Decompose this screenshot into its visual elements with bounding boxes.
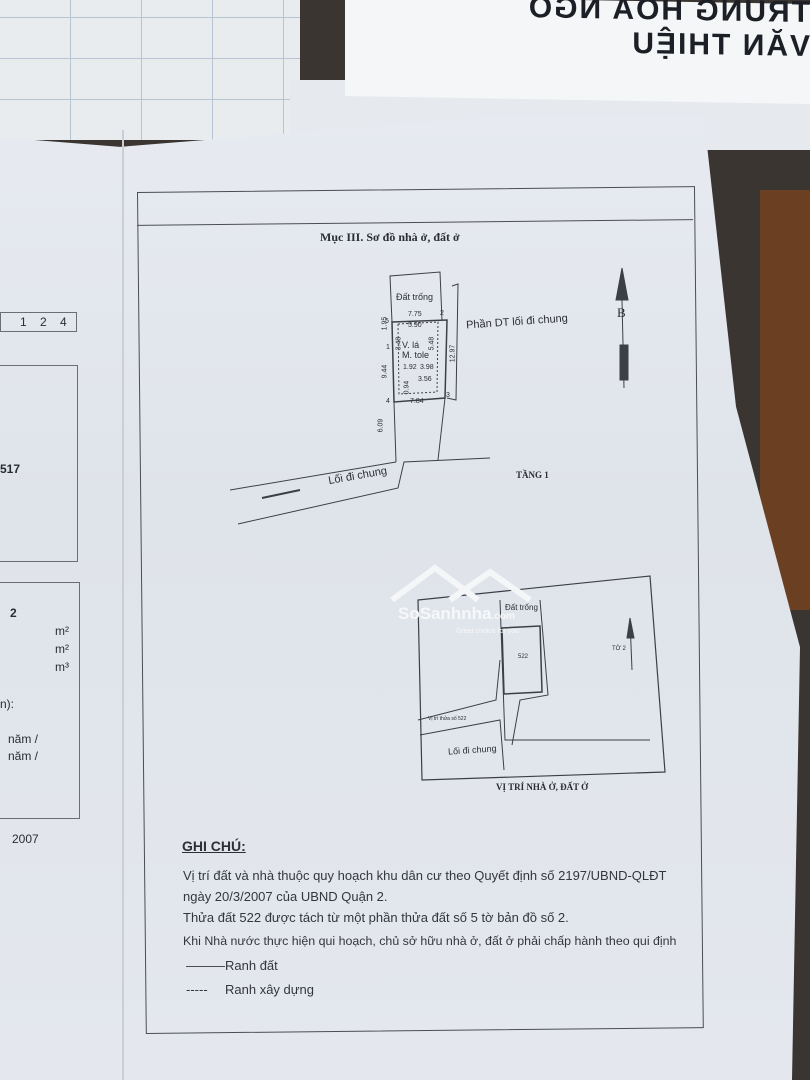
- number-box-row: [0, 312, 77, 332]
- location-small-note: Vị trí thửa số 522: [428, 716, 467, 722]
- left-table-2: [0, 582, 80, 819]
- location-plot-no: 522: [518, 654, 529, 660]
- stub-line-right: [437, 397, 446, 461]
- road-line-lower: [237, 457, 491, 525]
- location-empty-land: Đất trống: [505, 603, 538, 612]
- legend-solid-label: Ranh đất: [225, 958, 278, 973]
- label-empty-land: Đất trống: [396, 292, 434, 302]
- corner-2: 2: [440, 310, 444, 317]
- location-inner-2: [511, 599, 549, 746]
- dim-bottom: 7.84: [410, 398, 424, 405]
- watermark-tagline: Great choice for you: [456, 628, 520, 635]
- left-table-1: [0, 365, 78, 562]
- page-fold: [122, 130, 124, 1080]
- common-path-strip: [446, 283, 459, 401]
- unit-2: m²: [55, 642, 69, 656]
- location-inner-1: [499, 599, 650, 741]
- notes-heading: GHI CHÚ:: [182, 838, 246, 854]
- location-title: VỊ TRÍ NHÀ Ở, ĐẤT Ở: [496, 782, 589, 792]
- year: 2007: [12, 832, 39, 846]
- document-sheet: [0, 118, 800, 1080]
- location-lines: [417, 659, 501, 721]
- label-structure-2: M. tole: [402, 350, 430, 360]
- road-line-upper: [229, 461, 397, 491]
- dim-inner-top: 5.90: [408, 322, 422, 329]
- location-path: [419, 719, 505, 771]
- box-number-1: 1: [20, 315, 27, 329]
- dim-bottom-inner: 3.56: [418, 376, 432, 383]
- box-number-2: 2: [40, 315, 47, 329]
- box-number-3: 4: [60, 315, 67, 329]
- legend-dashed-label: Ranh xây dựng: [225, 982, 314, 997]
- year-row-1: năm /: [8, 732, 39, 746]
- empty-land-outline: [389, 271, 443, 323]
- notes-line-4: Khi Nhà nước thực hiện qui hoạch, chủ sở…: [183, 934, 677, 948]
- legend-dashed-mark: -----: [186, 982, 208, 997]
- corner-5: 5: [385, 318, 389, 325]
- label-structure-1: V. lá: [402, 340, 420, 350]
- count-value: 2: [10, 606, 17, 620]
- north-label: B: [617, 305, 626, 320]
- location-frame: [417, 575, 666, 781]
- corner-4: 4: [386, 398, 390, 405]
- side-number: 517: [0, 462, 21, 476]
- stub-line-left: [393, 401, 397, 463]
- paren-text: n):: [0, 697, 15, 711]
- north-arrow-body: [619, 344, 629, 381]
- plot-522: [501, 625, 543, 695]
- dim-mid-a: 1.92: [403, 364, 417, 371]
- dim-mid-b: 3.98: [420, 364, 434, 371]
- legend-solid-mark: ———: [186, 958, 225, 973]
- year-row-2: năm /: [8, 749, 39, 763]
- watermark-brand: SoSanhnha.com: [398, 604, 515, 623]
- notes-line-2: ngày 20/3/2007 của UBND Quận 2.: [183, 889, 388, 904]
- corner-1: 1: [386, 344, 390, 351]
- section-title: Mục III. Sơ đồ nhà ở, đất ở: [320, 230, 460, 244]
- notes-line-1: Vị trí đất và nhà thuộc quy hoạch khu dâ…: [183, 868, 667, 883]
- floor-label: TẦNG 1: [516, 470, 549, 480]
- corner-3: 3: [446, 392, 450, 399]
- unit-3: m³: [55, 660, 69, 674]
- location-sheet: TỜ 2: [612, 646, 626, 652]
- background-paper-left: [0, 0, 300, 140]
- notes-line-3: Thửa đất 522 được tách từ một phần thửa …: [183, 910, 569, 925]
- unit-1: m²: [55, 624, 69, 638]
- dim-top: 7.75: [408, 311, 422, 318]
- road-arrow: [261, 489, 301, 499]
